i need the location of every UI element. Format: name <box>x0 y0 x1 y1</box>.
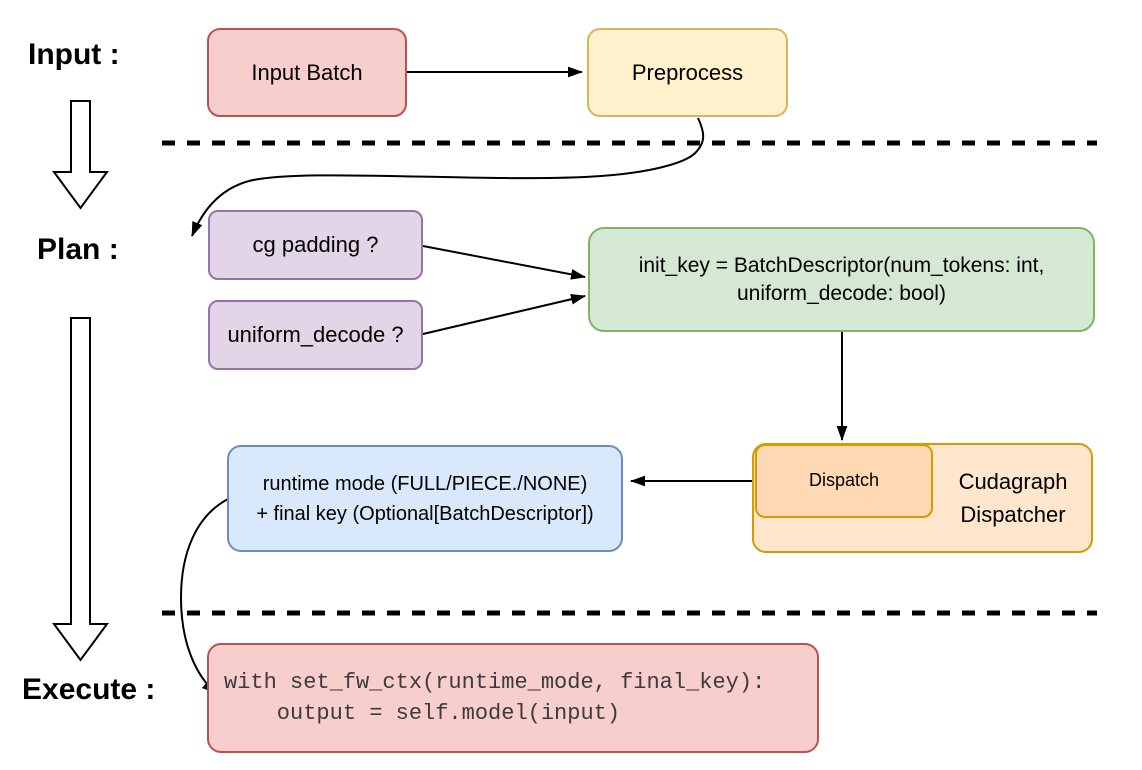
node-input-batch-label: Input Batch <box>251 59 363 85</box>
node-cudagraph-dispatcher-label: Cudagraph Dispatcher <box>933 443 1093 553</box>
phase-label-execute: Execute : <box>22 673 156 706</box>
node-dispatch: Dispatch <box>755 444 933 518</box>
node-preprocess: Preprocess <box>587 28 788 117</box>
phase-label-input: Input : <box>28 38 120 71</box>
node-uniform-decode-label: uniform_decode ? <box>227 322 404 348</box>
node-input-batch: Input Batch <box>207 28 407 117</box>
cudagraph-label-line2: Dispatcher <box>960 502 1066 527</box>
block-arrow-plan-to-execute-icon <box>52 317 109 662</box>
node-runtime-mode: runtime mode (FULL/PIECE./NONE) + final … <box>227 445 623 552</box>
execute-code-line2: output = self.model(input) <box>224 701 621 726</box>
arrow-cg-padding-to-init-key <box>422 245 586 280</box>
node-runtime-mode-line2: + final key (Optional[BatchDescriptor]) <box>256 502 594 525</box>
node-dispatch-label: Dispatch <box>808 470 880 491</box>
execute-code-line1: with set_fw_ctx(runtime_mode, final_key)… <box>224 670 766 695</box>
node-init-key-line1: init_key = BatchDescriptor(num_tokens: i… <box>638 253 1045 277</box>
node-cg-padding: cg padding ? <box>208 210 423 280</box>
block-arrow-input-to-plan-icon <box>52 100 109 210</box>
node-runtime-mode-line1: runtime mode (FULL/PIECE./NONE) <box>262 472 588 495</box>
cudagraph-label-line1: Cudagraph <box>958 469 1068 494</box>
node-execute-code: with set_fw_ctx(runtime_mode, final_key)… <box>207 643 819 753</box>
node-uniform-decode: uniform_decode ? <box>208 300 423 370</box>
node-init-key: init_key = BatchDescriptor(num_tokens: i… <box>588 227 1095 332</box>
node-cg-padding-label: cg padding ? <box>252 232 379 258</box>
phase-label-plan: Plan : <box>37 233 119 266</box>
node-preprocess-label: Preprocess <box>631 59 744 85</box>
arrow-uniform-decode-to-init-key <box>422 293 586 335</box>
node-init-key-line2: uniform_decode: bool) <box>737 281 946 305</box>
